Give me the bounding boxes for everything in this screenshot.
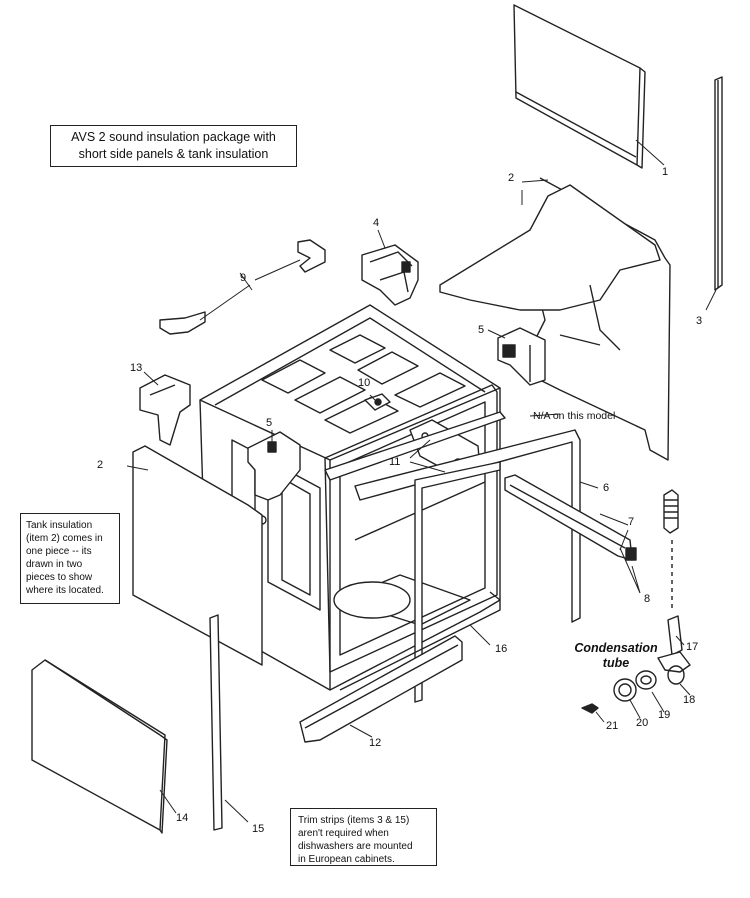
part-2-upper-insulation: [439, 177, 671, 461]
callout-1: 1: [662, 166, 669, 178]
callout-20: 20: [636, 717, 649, 729]
callout-5-lower: 5: [266, 417, 273, 429]
trim-strips-note: Trim strips (items 3 & 15) aren't requir…: [290, 808, 437, 866]
tank-note-line: Tank insulation: [26, 520, 93, 531]
callout-11: 11: [389, 456, 401, 468]
callout-17: 17: [686, 641, 699, 653]
callout-13: 13: [130, 362, 143, 374]
trim-note-line: in European cabinets.: [298, 854, 395, 865]
callout-14: 14: [176, 812, 189, 824]
part-15-trim-strip: [209, 614, 223, 831]
part-6-gasket: [324, 411, 581, 703]
part-2-lower-insulation: [132, 445, 263, 666]
note-line-1: AVS 2 sound insulation package with: [71, 130, 276, 144]
part-1-panel: [513, 4, 646, 169]
part-13-bracket: [139, 374, 191, 446]
tank-note-line: pieces to show: [26, 572, 93, 583]
part-7-rails: [504, 474, 637, 561]
part-5-upper-bracket: [497, 327, 546, 386]
callout-8: 8: [644, 593, 651, 605]
callout-9: 9: [240, 272, 247, 284]
condensation-label-line-1: Condensation: [574, 641, 658, 655]
part-4-bracket: [361, 244, 419, 306]
na-on-this-model-label: N/A on this model: [533, 410, 616, 422]
part-14-toe-panel: [31, 659, 168, 834]
trim-note-line: aren't required when: [298, 828, 389, 839]
callout-12: 12: [369, 737, 382, 749]
callout-5-upper: 5: [478, 324, 485, 336]
part-10-clip: [364, 393, 391, 411]
condensation-tube-label: Condensation tube: [556, 641, 676, 671]
callout-10: 10: [358, 377, 371, 389]
condensation-label-line-2: tube: [602, 656, 630, 670]
callout-6: 6: [603, 482, 610, 494]
tank-insulation-note: Tank insulation (item 2) comes in one pi…: [20, 513, 120, 604]
callout-3: 3: [696, 315, 703, 327]
tub-body: [199, 304, 501, 691]
condensation-tube-parts: [581, 489, 691, 714]
callout-leaders: [126, 139, 717, 823]
callout-2-upper: 2: [508, 172, 515, 184]
tank-note-line: one piece -- its: [26, 546, 92, 557]
callout-19: 19: [658, 709, 671, 721]
callout-18: 18: [683, 694, 696, 706]
tank-note-line: drawn in two: [26, 559, 83, 570]
note-line-2: short side panels & tank insulation: [78, 147, 269, 161]
part-16-base: [339, 591, 501, 691]
callout-4: 4: [373, 217, 380, 229]
tank-note-line: (item 2) comes in: [26, 533, 103, 544]
part-9-brackets: [159, 239, 326, 335]
callout-15: 15: [252, 823, 265, 835]
callout-21: 21: [606, 720, 619, 732]
trim-note-line: Trim strips (items 3 & 15): [298, 815, 410, 826]
part-3-trim-strip: [714, 76, 723, 291]
insulation-package-note: AVS 2 sound insulation package with shor…: [50, 125, 297, 167]
tank-note-line: where its located.: [26, 585, 104, 596]
part-12-rail: [299, 635, 463, 743]
callout-2-lower: 2: [97, 459, 104, 471]
trim-note-line: dishwashers are mounted: [298, 841, 413, 852]
callout-7: 7: [628, 516, 635, 528]
callout-16: 16: [495, 643, 508, 655]
